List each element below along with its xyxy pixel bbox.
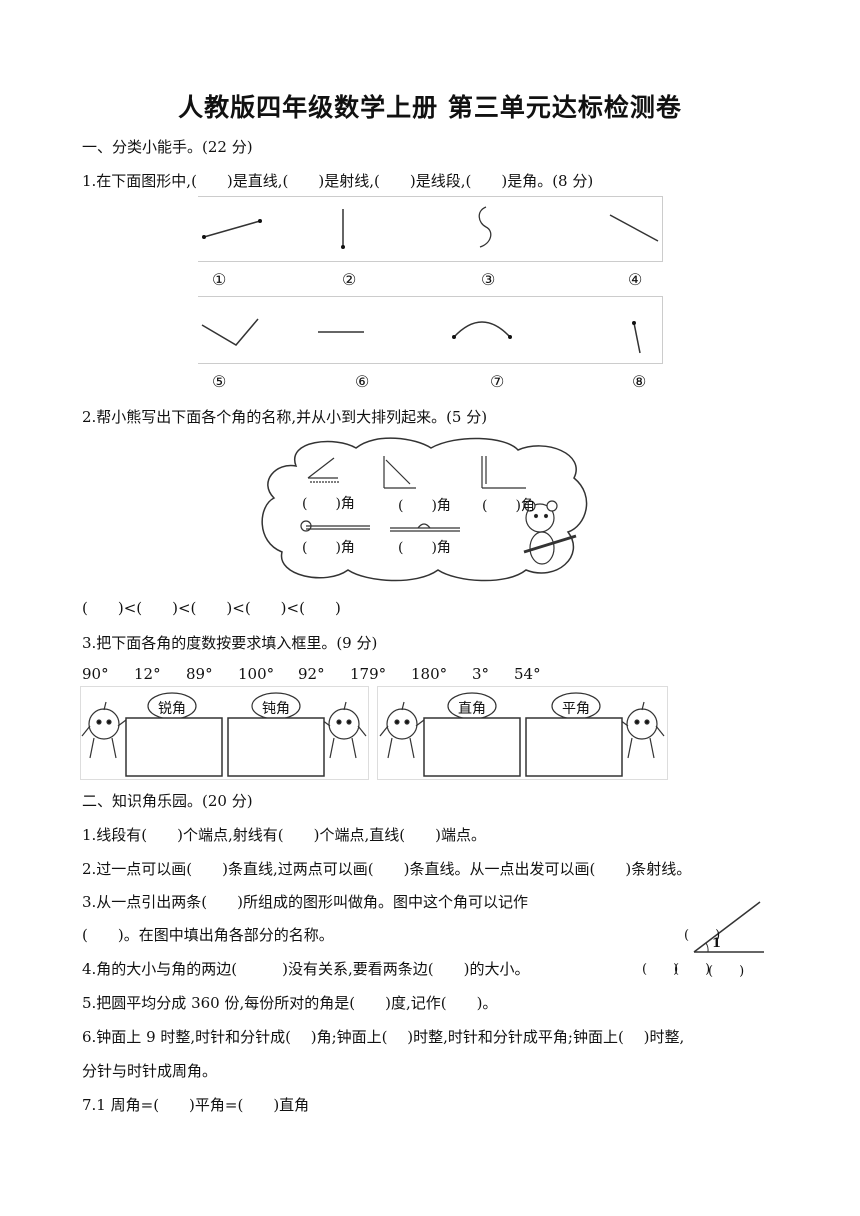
line-figures-row-2 bbox=[201, 318, 641, 354]
figure-row-2 bbox=[198, 296, 663, 364]
question-2-3-line1: 3.从一点引出两条( )所组成的图形叫做角。图中这个角可以记作 bbox=[82, 893, 529, 911]
angle-blank-vertex-side[interactable]: ( ) bbox=[684, 928, 721, 943]
angle-blank-vertex[interactable]: ( ) bbox=[642, 962, 679, 977]
degree-value-2: 12° bbox=[134, 665, 161, 683]
figure-label-8: ⑧ bbox=[632, 372, 647, 391]
question-2-4: 4.角的大小与角的两边( )没有关系,要看两条边( )的大小。 bbox=[82, 960, 530, 978]
figure-label-3: ③ bbox=[481, 270, 496, 289]
degree-value-6: 179° bbox=[350, 665, 387, 683]
angle-blank-4[interactable]: ( )角 bbox=[302, 540, 355, 556]
degree-value-1: 90° bbox=[82, 665, 109, 683]
question-2-7: 7.1 周角=( )平角=( )直角 bbox=[82, 1096, 310, 1114]
angle-blank-side-bottom[interactable]: ( ) bbox=[708, 964, 745, 979]
question-1-3: 3.把下面各角的度数按要求填入框里。(9 分) bbox=[82, 634, 378, 652]
question-1-2: 2.帮小熊写出下面各个角的名称,并从小到大排列起来。(5 分) bbox=[82, 408, 488, 426]
question-2-6-line2: 分针与时针成周角。 bbox=[82, 1062, 218, 1080]
angle-diagram bbox=[693, 901, 764, 953]
question-2-6-line1: 6.钟面上 9 时整,时针和分针成( )角;钟面上( )时整,时针和分针成平角;… bbox=[82, 1028, 685, 1046]
apple-icon bbox=[81, 701, 127, 759]
box-label-straight: 平角 bbox=[562, 701, 590, 717]
angle-order-line[interactable]: ( )<( )<( )<( )<( ) bbox=[82, 599, 341, 617]
figure-label-1: ① bbox=[212, 270, 227, 289]
question-2-3-line2: ( )。在图中填出角各部分的名称。 bbox=[82, 926, 334, 944]
degree-value-5: 92° bbox=[298, 665, 325, 683]
box-label-acute: 锐角 bbox=[158, 701, 186, 717]
question-1-1: 1.在下面图形中,( )是直线,( )是射线,( )是线段,( )是角。(8 分… bbox=[82, 172, 594, 190]
degree-value-9: 54° bbox=[514, 665, 541, 683]
bear-icon bbox=[523, 500, 577, 565]
figure-label-6: ⑥ bbox=[355, 372, 370, 391]
question-2-2: 2.过一点可以画( )条直线,过两点可以画( )条直线。从一点出发可以画( )条… bbox=[82, 860, 692, 878]
question-2-5: 5.把圆平均分成 360 份,每份所对的角是( )度,记作( )。 bbox=[82, 994, 498, 1012]
degree-value-3: 89° bbox=[186, 665, 213, 683]
angle-blank-side-left[interactable]: ( ) bbox=[674, 962, 711, 977]
angle-mark-label: 1 bbox=[712, 936, 722, 951]
box-label-right: 直角 bbox=[458, 701, 486, 717]
line-figures-row-1 bbox=[202, 206, 659, 249]
angle-blank-5[interactable]: ( )角 bbox=[398, 540, 451, 556]
section-heading-2: 二、知识角乐园。(20 分) bbox=[82, 792, 253, 810]
section-heading-1: 一、分类小能手。(22 分) bbox=[82, 138, 253, 156]
classification-boxes bbox=[80, 686, 668, 780]
angle-blank-3[interactable]: ( )角 bbox=[482, 498, 535, 514]
degree-value-8: 3° bbox=[472, 665, 490, 683]
angle-cloud bbox=[261, 437, 588, 582]
page-title: 人教版四年级数学上册 第三单元达标检测卷 bbox=[178, 93, 682, 122]
angle-blank-2[interactable]: ( )角 bbox=[398, 498, 451, 514]
figure-label-7: ⑦ bbox=[490, 372, 505, 391]
angle-blank-1[interactable]: ( )角 bbox=[302, 496, 355, 512]
question-2-1: 1.线段有( )个端点,射线有( )个端点,直线( )端点。 bbox=[82, 826, 486, 844]
degree-value-4: 100° bbox=[238, 665, 275, 683]
figure-label-4: ④ bbox=[628, 270, 643, 289]
figure-label-5: ⑤ bbox=[212, 372, 227, 391]
figure-row-1 bbox=[198, 196, 663, 262]
degree-value-7: 180° bbox=[411, 665, 448, 683]
box-label-obtuse: 钝角 bbox=[262, 701, 290, 717]
figure-label-2: ② bbox=[342, 270, 357, 289]
